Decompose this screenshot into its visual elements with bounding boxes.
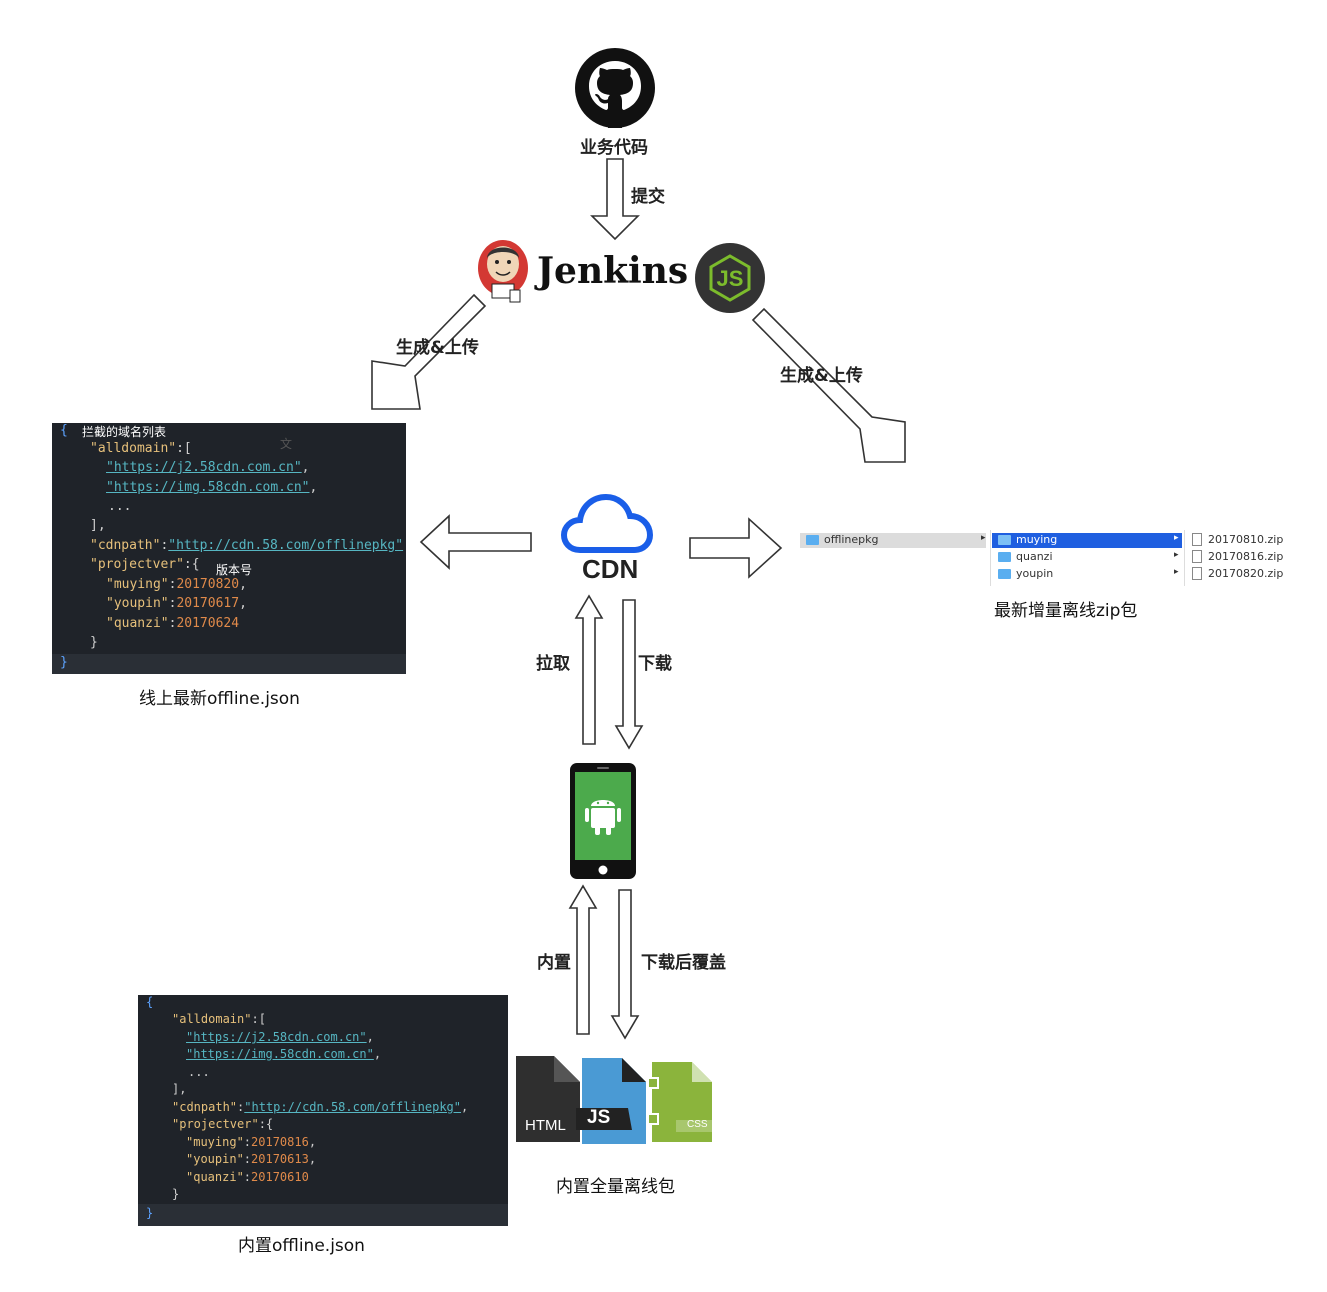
code-punct: :{ [258, 1117, 274, 1131]
folder-icon [998, 552, 1011, 562]
finder-item[interactable]: quanzi [1016, 550, 1053, 563]
code-bracket-close: ], [90, 518, 106, 533]
code-ellipsis: ... [108, 499, 132, 514]
github-icon [575, 48, 655, 128]
code-key: "muying" [106, 577, 169, 592]
folder-icon [998, 569, 1011, 579]
code-brace-close-outer: } [146, 1206, 154, 1220]
chevron-right-icon: ▸ [1174, 550, 1179, 560]
cdn-to-zip-arrow [689, 517, 783, 579]
code-url: "https://j2.58cdn.com.cn" [186, 1030, 367, 1044]
code-brace-open: { [146, 995, 154, 1009]
online-json-panel: { 拦截的域名列表 文 "alldomain":[ "https://j2.58… [52, 423, 406, 674]
folder-icon [806, 535, 819, 545]
code-key: "youpin" [186, 1152, 244, 1166]
code-punct: :{ [183, 557, 200, 572]
finder-item: offlinepkg [824, 533, 879, 546]
version-note: 版本号 [216, 563, 253, 577]
code-number: 20170610 [251, 1170, 309, 1184]
folder-icon [998, 535, 1011, 545]
online-json-caption: 线上最新offline.json [139, 689, 300, 709]
android-icon [570, 763, 636, 879]
code-number: 20170613 [251, 1152, 309, 1166]
css-label: CSS [687, 1119, 708, 1130]
code-brace-close-outer: } [60, 655, 68, 670]
code-key: "alldomain" [172, 1012, 252, 1026]
download-arrow [614, 599, 644, 750]
code-url: "https://img.58cdn.com.cn" [106, 480, 310, 495]
code-key: "projectver" [90, 557, 184, 572]
nodejs-icon: JS [695, 243, 765, 313]
cdn-label: CDN [582, 554, 639, 584]
upload-arrow-left [371, 293, 487, 410]
finder-caption: 最新增量离线zip包 [994, 601, 1138, 621]
code-number: 20170816 [251, 1135, 309, 1149]
domain-list-note: 拦截的域名列表 [82, 425, 167, 439]
files-caption: 内置全量离线包 [556, 1177, 675, 1197]
pull-label: 拉取 [536, 654, 570, 674]
code-key: "quanzi" [186, 1170, 244, 1184]
code-key: "youpin" [106, 596, 169, 611]
commit-label: 提交 [631, 187, 665, 207]
code-ellipsis: ... [188, 1065, 210, 1079]
finder-window: offlinepkg ▸ muying ▸ quanzi ▸ youpin ▸ … [798, 530, 1288, 586]
code-key: "quanzi" [106, 616, 169, 631]
code-url: "http://cdn.58.com/offlinepkg" [168, 538, 404, 553]
builtin-arrow [568, 884, 598, 1035]
code-key: "muying" [186, 1135, 244, 1149]
download-overwrite-label: 下载后覆盖 [641, 953, 726, 973]
cdn-to-json-arrow [419, 514, 532, 570]
download-overwrite-arrow [610, 889, 640, 1040]
pull-arrow [574, 594, 604, 745]
github-label: 业务代码 [580, 138, 648, 158]
file-icon [1192, 567, 1202, 580]
commit-arrow [590, 158, 640, 241]
finder-item[interactable]: 20170810.zip [1208, 533, 1284, 546]
finder-item[interactable]: 20170820.zip [1208, 567, 1284, 580]
code-punct: :[ [251, 1012, 266, 1026]
chevron-right-icon: ▸ [1174, 567, 1179, 577]
code-number: 20170624 [176, 616, 240, 631]
code-url: "https://img.58cdn.com.cn" [186, 1047, 374, 1061]
js-label: JS [587, 1107, 611, 1128]
css-file-icon [647, 1062, 712, 1142]
file-icon [1192, 550, 1202, 563]
code-bracket-close: ], [172, 1082, 187, 1096]
code-url: "http://cdn.58.com/offlinepkg" [244, 1100, 462, 1114]
finder-row-muying[interactable] [992, 533, 1182, 548]
code-url: "https://j2.58cdn.com.cn" [106, 460, 302, 475]
code-key: "cdnpath" [172, 1100, 238, 1114]
upload-arrow-right [751, 307, 906, 463]
code-brace-close: } [172, 1187, 180, 1201]
finder-row-offlinepkg[interactable] [800, 533, 986, 548]
jenkins-title: Jenkins [537, 250, 689, 292]
cloud-icon [560, 493, 654, 553]
jenkins-icon [478, 240, 528, 303]
code-key: "cdnpath" [90, 538, 161, 553]
finder-item[interactable]: 20170816.zip [1208, 550, 1284, 563]
code-brace-close: } [90, 635, 98, 650]
js-file-icon [576, 1058, 646, 1144]
builtin-label: 内置 [537, 953, 571, 973]
code-number: 20170617 [176, 596, 240, 611]
builtin-json-panel: { "alldomain":[ "https://j2.58cdn.com.cn… [138, 995, 508, 1226]
download-label: 下载 [638, 654, 672, 674]
chevron-right-icon: ▸ [981, 533, 986, 543]
svg-text:JS: JS [717, 266, 744, 291]
code-key: "projectver" [172, 1117, 259, 1131]
left-upload-label: 生成&上传 [396, 338, 479, 358]
code-key: "alldomain" [90, 441, 177, 456]
builtin-json-caption: 内置offline.json [238, 1236, 365, 1256]
finder-item[interactable]: youpin [1016, 567, 1054, 580]
code-punct: :[ [176, 441, 192, 456]
html-file-icon [516, 1056, 580, 1142]
finder-item: muying [1016, 533, 1058, 546]
html-label: HTML [525, 1117, 566, 1134]
code-brace-open: { [60, 423, 68, 438]
code-number: 20170820 [176, 577, 240, 592]
note-char: 文 [280, 437, 293, 451]
chevron-right-icon: ▸ [1174, 533, 1179, 543]
right-upload-label: 生成&上传 [780, 366, 863, 386]
file-icon [1192, 533, 1202, 546]
